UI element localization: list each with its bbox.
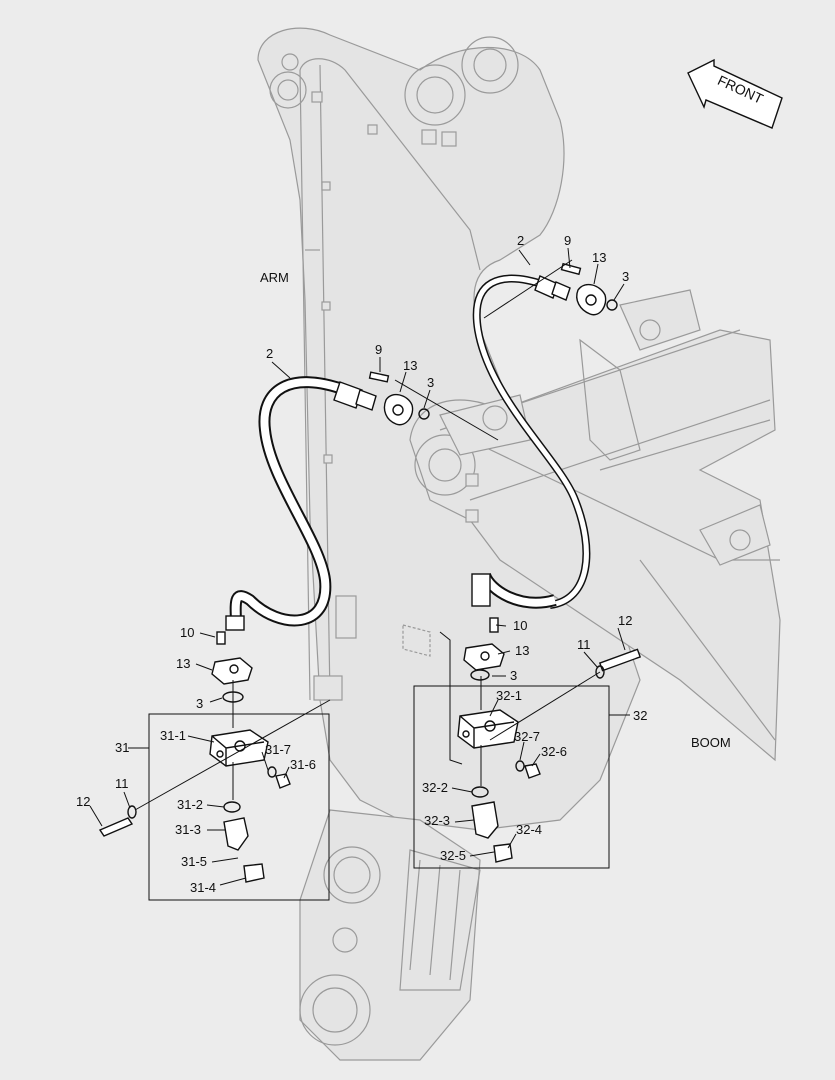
right-fittings bbox=[463, 617, 642, 681]
label-bolt-12-left: 12 bbox=[76, 794, 90, 809]
label-31-1: 31-1 bbox=[160, 728, 186, 743]
label-group-32: 32 bbox=[633, 708, 647, 723]
label-31-3: 31-3 bbox=[175, 822, 201, 837]
label-flange-13-right: 13 bbox=[515, 643, 529, 658]
label-31-6: 31-6 bbox=[290, 757, 316, 772]
region-label-arm: ARM bbox=[260, 270, 289, 285]
flange-left bbox=[368, 371, 430, 426]
label-31-5: 31-5 bbox=[181, 854, 207, 869]
label-bolt-upper: 9 bbox=[564, 233, 571, 248]
label-bolt-10-left: 10 bbox=[180, 625, 194, 640]
label-oring-upper: 3 bbox=[622, 269, 629, 284]
label-31-4: 31-4 bbox=[190, 880, 216, 895]
leader-lines bbox=[89, 247, 630, 886]
label-bolt-12-right: 12 bbox=[618, 613, 632, 628]
label-flange-13-left: 13 bbox=[176, 656, 190, 671]
group-32-box bbox=[413, 685, 610, 869]
callouts: 2 9 13 3 2 9 13 3 10 13 3 10 13 3 12 11 … bbox=[76, 233, 647, 895]
front-direction-arrow: FRONT bbox=[687, 58, 783, 129]
label-bolt-10-right: 10 bbox=[513, 618, 527, 633]
label-32-1: 32-1 bbox=[496, 688, 522, 703]
label-flange-left: 13 bbox=[403, 358, 417, 373]
label-group-31: 31 bbox=[115, 740, 129, 755]
hose-right-lower bbox=[471, 572, 557, 609]
label-32-5: 32-5 bbox=[440, 848, 466, 863]
label-oring-3-left: 3 bbox=[196, 696, 203, 711]
region-label-boom: BOOM bbox=[691, 735, 731, 750]
boom-structure bbox=[402, 289, 781, 762]
label-32-2: 32-2 bbox=[422, 780, 448, 795]
label-washer-11-right: 11 bbox=[577, 637, 591, 652]
label-32-6: 32-6 bbox=[541, 744, 567, 759]
left-fittings bbox=[211, 631, 253, 703]
label-31-2: 31-2 bbox=[177, 797, 203, 812]
label-32-7: 32-7 bbox=[514, 729, 540, 744]
label-flange-upper: 13 bbox=[592, 250, 606, 265]
label-oring-left: 3 bbox=[427, 375, 434, 390]
label-31-7: 31-7 bbox=[265, 742, 291, 757]
label-32-4: 32-4 bbox=[516, 822, 542, 837]
label-hose-upper: 2 bbox=[517, 233, 524, 248]
label-32-3: 32-3 bbox=[424, 813, 450, 828]
label-bolt-left: 9 bbox=[375, 342, 382, 357]
label-washer-11-left: 11 bbox=[115, 776, 129, 791]
group-31-box bbox=[98, 713, 330, 901]
label-oring-3-right: 3 bbox=[510, 668, 517, 683]
flange-upper bbox=[560, 262, 618, 316]
hose-upper bbox=[472, 274, 591, 609]
label-hose-left: 2 bbox=[266, 346, 273, 361]
hose-left bbox=[225, 376, 377, 631]
